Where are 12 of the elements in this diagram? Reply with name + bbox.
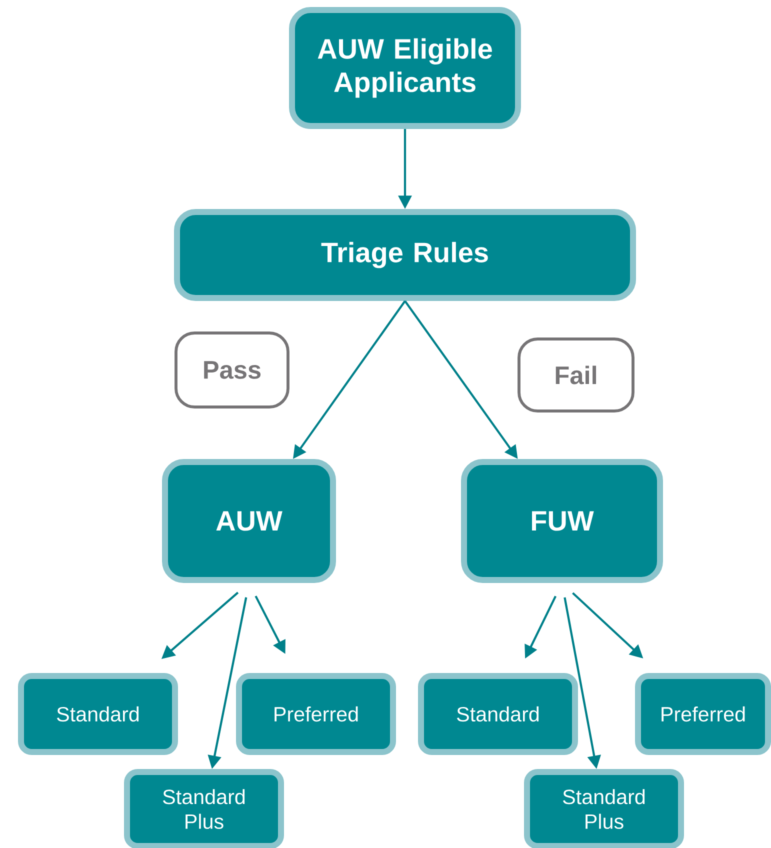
outcome-tag: Pass <box>174 332 290 408</box>
process-box: AUW Eligible Applicants <box>289 7 521 129</box>
category-box: Standard Plus <box>524 769 684 848</box>
outcome-tag: Fail <box>518 338 634 412</box>
category-box: Preferred <box>635 673 771 755</box>
process-box: FUW <box>461 459 663 583</box>
category-box: Preferred <box>236 673 396 755</box>
process-box: AUW <box>162 459 336 583</box>
category-box: Standard <box>18 673 178 755</box>
category-box: Standard <box>418 673 578 755</box>
process-box: Triage Rules <box>174 209 636 301</box>
category-box: Standard Plus <box>124 769 284 848</box>
